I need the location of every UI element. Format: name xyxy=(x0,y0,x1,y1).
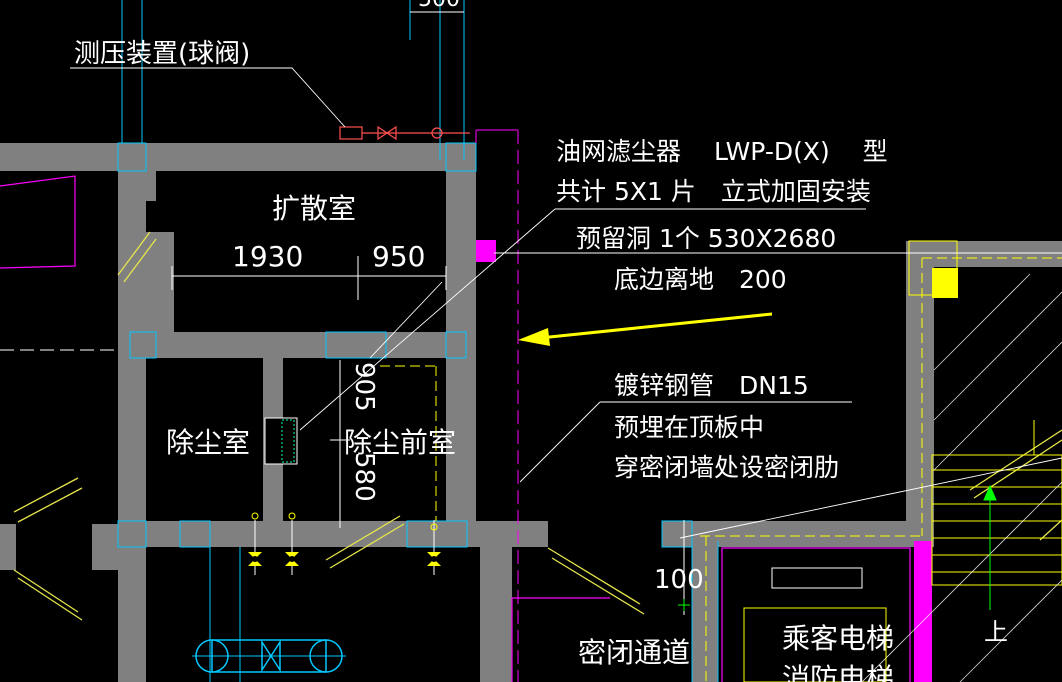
walls xyxy=(0,143,1062,682)
pressure-pipe xyxy=(339,125,470,141)
wall-top xyxy=(0,143,476,171)
pink-outlines xyxy=(0,175,911,682)
elevator-door xyxy=(771,567,863,589)
label-dust-front-room: 除尘前室 xyxy=(344,426,456,459)
fan-equipment xyxy=(192,639,346,673)
filter-line-3: 预留洞 1个 530X2680 xyxy=(576,224,836,253)
diagonal-hatch xyxy=(861,273,1062,682)
wall-right-main xyxy=(446,143,476,541)
wall-bottom xyxy=(118,521,548,547)
filter-annotation: 油网滤尘器 LWP-D(X) 型 共计 5X1 片 立式加固安装 预留洞 1个 … xyxy=(556,137,888,294)
wall-left-jog xyxy=(146,232,174,332)
pipe-annotation: 镀锌钢管 DN15 预埋在顶板中 穿密闭墙处设密闭肋 xyxy=(614,371,839,482)
wall-elevator-left xyxy=(692,541,718,682)
room-labels: 测压装置(球阀) 扩散室 除尘室 除尘前室 密闭通道 乘客电梯 消防电梯 上 xyxy=(74,39,1008,682)
filter-box xyxy=(264,417,298,465)
label-fire-elevator: 消防电梯 xyxy=(782,662,894,682)
stairs xyxy=(931,420,1062,586)
pipe-line-1: 镀锌钢管 DN15 xyxy=(614,371,809,400)
dimension-texts: 1930 950 905 580 100 500 xyxy=(232,0,704,595)
label-pressure-device: 测压装置(球阀) xyxy=(74,39,250,69)
wall-left-stub xyxy=(118,171,156,201)
ball-valves xyxy=(248,512,441,575)
dim-1930: 1930 xyxy=(232,240,303,273)
pink-column xyxy=(914,541,932,682)
dim-ticks-green xyxy=(678,599,690,611)
pointer-arrow xyxy=(518,312,773,346)
filter-line-4: 底边离地 200 xyxy=(614,265,787,294)
label-diffusion-room: 扩散室 xyxy=(272,192,356,225)
wall-passage-left xyxy=(480,541,512,682)
label-passenger-elevator: 乘客电梯 xyxy=(782,622,894,655)
filter-line-1: 油网滤尘器 LWP-D(X) 型 xyxy=(556,137,888,166)
wall-right-top xyxy=(906,241,1062,267)
wall-diffusion-bottom xyxy=(118,332,476,358)
wall-bottom-left xyxy=(0,524,16,570)
dim-500: 500 xyxy=(418,0,460,12)
dim-580: 580 xyxy=(349,452,379,502)
leader-lines xyxy=(70,67,1062,539)
label-dust-room: 除尘室 xyxy=(166,426,250,459)
dashed-lines xyxy=(0,129,1062,682)
dimension-lines xyxy=(171,11,685,615)
up-arrow xyxy=(983,484,997,610)
wall-left xyxy=(118,171,146,682)
pipe-line-3: 穿密闭墙处设密闭肋 xyxy=(614,453,839,482)
wall-bottom-left2 xyxy=(92,524,122,570)
dim-100: 100 xyxy=(654,565,704,595)
valve-3 xyxy=(427,520,441,575)
pipe-line-2: 预埋在顶板中 xyxy=(614,413,764,442)
dim-905: 905 xyxy=(349,362,379,412)
wall-right-vertical xyxy=(906,241,934,541)
label-up: 上 xyxy=(984,618,1008,646)
valve-2 xyxy=(285,512,299,575)
dim-950: 950 xyxy=(372,240,425,273)
opening-marker xyxy=(476,240,496,262)
filter-line-2: 共计 5X1 片 立式加固安装 xyxy=(556,177,871,206)
corner-marker xyxy=(932,268,958,298)
elevator-shaft xyxy=(743,607,887,682)
valve-1 xyxy=(248,512,262,575)
label-sealed-passage: 密闭通道 xyxy=(578,636,690,669)
